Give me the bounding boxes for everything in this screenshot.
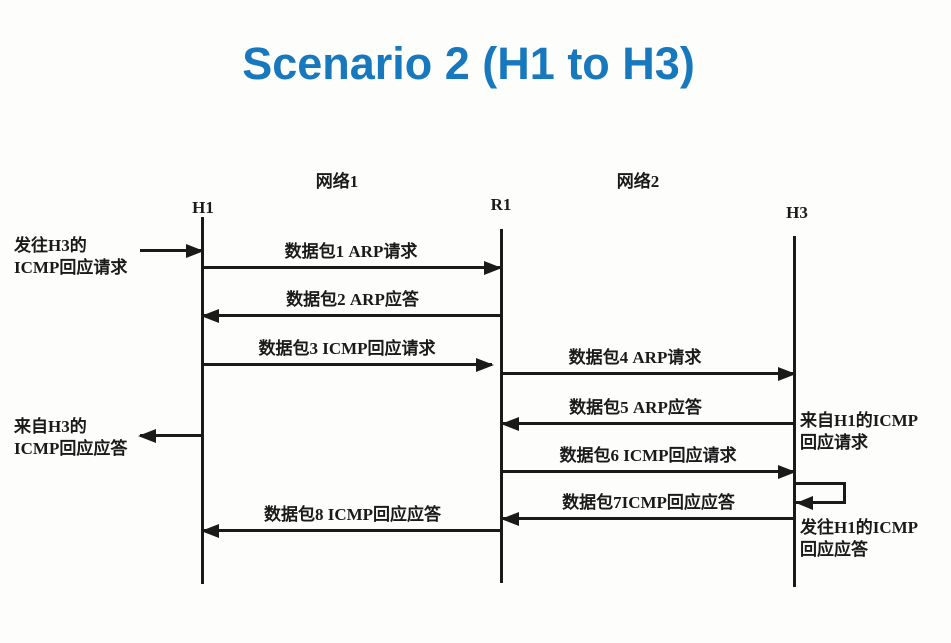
arrow-line: [140, 434, 202, 437]
message-label: 数据包6 ICMP回应请求: [559, 446, 737, 465]
arrow-line: [502, 470, 794, 473]
message-label: 数据包5 ARP应答: [569, 398, 702, 417]
network-label-1: 网络1: [315, 172, 359, 191]
message-label: 数据包2 ARP应答: [286, 290, 419, 309]
arrowhead-right-icon: [778, 465, 796, 479]
arrow-line: [203, 529, 502, 532]
message-label: 数据包8 ICMP回应应答: [263, 505, 442, 524]
outgoing-reply-arrow: [138, 429, 202, 443]
lifeline-r1: [500, 229, 503, 583]
message-label: 数据包3 ICMP回应请求: [258, 339, 436, 358]
arrowhead-right-icon: [778, 367, 796, 381]
note-send-to-h1: 发往H1的ICMP 回应应答: [800, 517, 918, 561]
note-from-h3: 来自H3的 ICMP回应应答: [14, 416, 127, 460]
arrowhead-left-icon: [201, 309, 219, 323]
self-loop-arrowhead-icon: [796, 496, 813, 510]
msg-4-arp-request: 数据包4 ARP请求: [502, 345, 796, 381]
lifeline-h3: [793, 236, 796, 587]
message-label: 数据包7ICMP回应应答: [562, 493, 735, 512]
arrowhead-left-icon: [138, 429, 156, 443]
note-line: 来自H1的ICMP: [800, 411, 919, 430]
note-line: 发往H3的: [14, 236, 87, 255]
note-line: ICMP回应应答: [14, 439, 128, 458]
incoming-request-arrow: [140, 244, 204, 258]
msg-3-icmp-echo-request: 数据包3 ICMP回应请求: [202, 336, 494, 372]
lifeline-h1: [201, 217, 204, 584]
h3-self-loop: [794, 482, 846, 504]
arrow-line: [140, 249, 202, 252]
arrow-line: [202, 266, 500, 269]
note-from-h1: 来自H1的ICMP 回应请求: [800, 410, 918, 454]
msg-5-arp-reply: 数据包5 ARP应答: [501, 395, 794, 431]
note-send-to-h3: 发往H3的 ICMP回应请求: [14, 235, 127, 279]
note-line: ICMP回应请求: [14, 258, 128, 277]
arrowhead-left-icon: [201, 524, 219, 538]
network-label-2: 网络2: [616, 172, 660, 191]
arrowhead-right-icon: [476, 358, 494, 372]
node-label-h1: H1: [192, 198, 214, 217]
msg-6-icmp-echo-request: 数据包6 ICMP回应请求: [502, 443, 796, 479]
msg-7-icmp-echo-reply: 数据包7ICMP回应应答: [501, 490, 794, 526]
arrow-line: [202, 363, 492, 366]
note-line: 回应请求: [800, 433, 868, 452]
note-line: 发往H1的ICMP: [800, 518, 919, 537]
arrow-line: [503, 517, 794, 520]
msg-1-arp-request: 数据包1 ARP请求: [202, 239, 502, 275]
message-label: 数据包1 ARP请求: [284, 242, 418, 261]
note-line: 回应应答: [800, 540, 868, 559]
arrow-line: [203, 314, 502, 317]
arrowhead-right-icon: [484, 261, 502, 275]
msg-2-arp-reply: 数据包2 ARP应答: [201, 287, 502, 323]
arrowhead-left-icon: [501, 417, 519, 431]
page-title: Scenario 2 (H1 to H3): [242, 38, 695, 89]
message-label: 数据包4 ARP请求: [568, 348, 702, 367]
arrowhead-right-icon: [186, 244, 204, 258]
arrowhead-left-icon: [501, 512, 519, 526]
arrow-line: [502, 372, 794, 375]
node-label-r1: R1: [490, 195, 512, 214]
msg-8-icmp-echo-reply: 数据包8 ICMP回应应答: [201, 502, 502, 538]
node-label-h3: H3: [786, 203, 808, 222]
arrow-line: [503, 422, 794, 425]
note-line: 来自H3的: [14, 417, 87, 436]
